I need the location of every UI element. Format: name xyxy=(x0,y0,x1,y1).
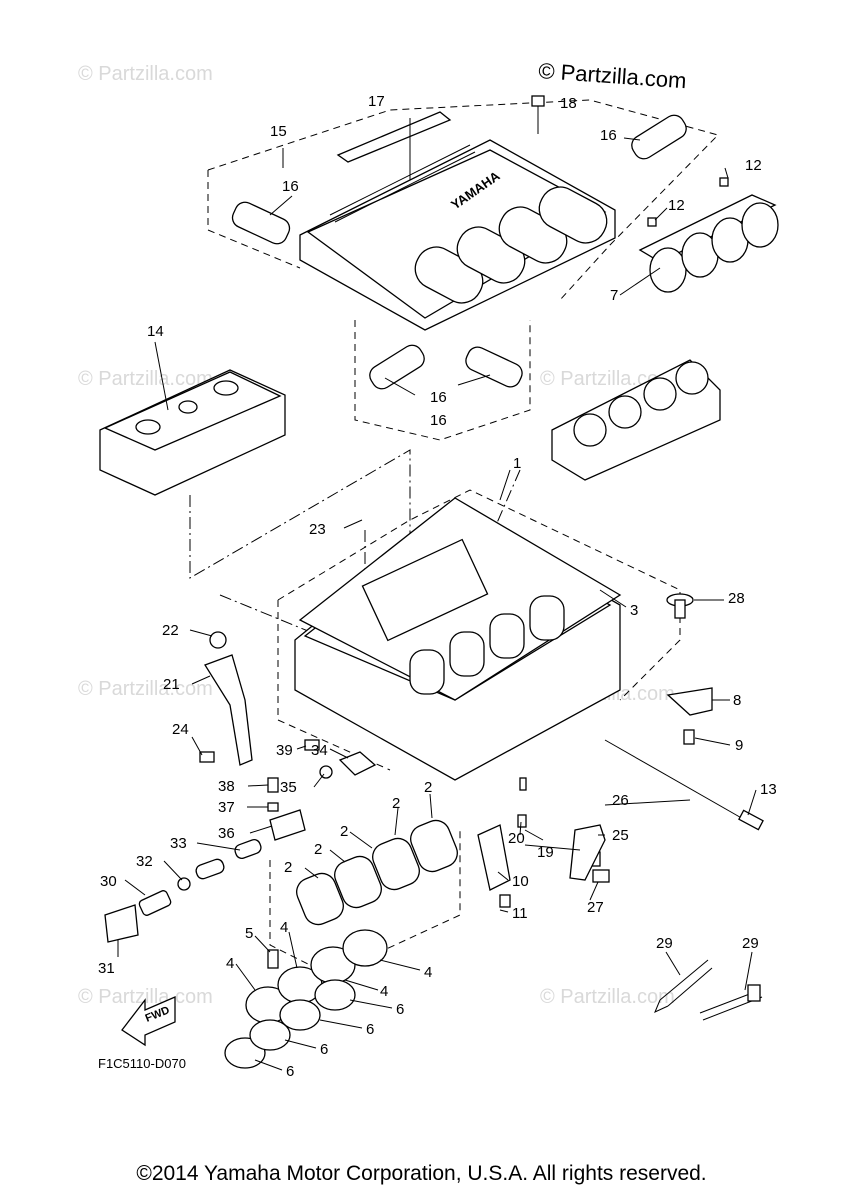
callout-16: 16 xyxy=(282,178,299,195)
copyright-notice: ©2014 Yamaha Motor Corporation, U.S.A. A… xyxy=(136,1162,707,1185)
callout-26: 26 xyxy=(612,792,629,809)
brand-watermark: © Partzilla.com xyxy=(538,58,688,93)
air-cleaner-cover: YAMAHA xyxy=(299,139,616,331)
callout-16: 16 xyxy=(430,389,447,406)
callout-6: 6 xyxy=(366,1021,374,1038)
callout-28: 28 xyxy=(728,590,745,607)
callout-6: 6 xyxy=(396,1001,404,1018)
callout-21: 21 xyxy=(163,676,180,693)
callout-3: 3 xyxy=(630,602,638,619)
upper-group-boundary-left xyxy=(207,170,301,269)
callout-2: 2 xyxy=(340,823,348,840)
callout-34: 34 xyxy=(311,742,328,759)
callout-39: 39 xyxy=(276,742,293,759)
airbox-boundary xyxy=(277,489,681,701)
watermark: © Partzilla.com xyxy=(540,986,675,1008)
callout-37: 37 xyxy=(218,799,235,816)
callout-2: 2 xyxy=(392,795,400,812)
callout-35: 35 xyxy=(280,779,297,796)
watermark: © Partzilla.com xyxy=(78,678,213,700)
callout-6: 6 xyxy=(320,1041,328,1058)
callout-27: 27 xyxy=(587,899,604,916)
callout-29: 29 xyxy=(742,935,759,952)
callout-4: 4 xyxy=(424,964,432,981)
callout-32: 32 xyxy=(136,853,153,870)
callout-23: 23 xyxy=(309,521,326,538)
callout-17: 17 xyxy=(368,93,385,110)
carb-joints xyxy=(224,929,388,1069)
air-filter xyxy=(99,369,286,496)
callout-29: 29 xyxy=(656,935,673,952)
cable-ties xyxy=(654,959,763,1021)
callout-12: 12 xyxy=(668,197,685,214)
air-box xyxy=(294,497,622,781)
callout-16: 16 xyxy=(430,412,447,429)
callout-2: 2 xyxy=(424,779,432,796)
callout-16: 16 xyxy=(600,127,617,144)
throttle-bodies xyxy=(551,359,721,481)
callout-4: 4 xyxy=(280,919,288,936)
callout-2: 2 xyxy=(284,859,292,876)
upper-group-boundary xyxy=(207,99,719,301)
callout-38: 38 xyxy=(218,778,235,795)
hardware-right xyxy=(477,593,764,908)
callout-31: 31 xyxy=(98,960,115,977)
diagram-code: F1C5110-D070 xyxy=(98,1056,186,1071)
callout-5: 5 xyxy=(245,925,253,942)
callout-15: 15 xyxy=(270,123,287,140)
callouts: 1 2 2 2 2 2 3 4 4 4 4 5 6 6 6 6 7 8 9 10… xyxy=(98,93,777,1080)
airbox-boundary-left xyxy=(277,600,391,771)
callout-8: 8 xyxy=(733,692,741,709)
callout-33: 33 xyxy=(170,835,187,852)
intake-joints xyxy=(296,819,458,926)
hardware-left xyxy=(104,631,377,943)
callout-10: 10 xyxy=(512,873,529,890)
callout-25: 25 xyxy=(612,827,629,844)
callout-2: 2 xyxy=(314,841,322,858)
callout-24: 24 xyxy=(172,721,189,738)
callout-4: 4 xyxy=(380,983,388,1000)
callout-14: 14 xyxy=(147,323,164,340)
callout-7: 7 xyxy=(610,287,618,304)
cover-band xyxy=(336,111,452,163)
callout-9: 9 xyxy=(735,737,743,754)
callout-30: 30 xyxy=(100,873,117,890)
callout-4: 4 xyxy=(226,955,234,972)
callout-6: 6 xyxy=(286,1063,294,1080)
callout-19: 19 xyxy=(537,844,554,861)
callout-leaders xyxy=(117,137,757,1071)
watermark: © Partzilla.com xyxy=(78,986,213,1008)
bolt-18 xyxy=(531,95,545,134)
fwd-arrow: FWD xyxy=(121,996,176,1047)
filter-pad-boundary xyxy=(354,320,531,441)
callout-13: 13 xyxy=(760,781,777,798)
watermark: © Partzilla.com xyxy=(78,63,213,85)
callout-22: 22 xyxy=(162,622,179,639)
watermarks: © Partzilla.com © Partzilla.com © Partzi… xyxy=(78,63,675,1008)
callout-12: 12 xyxy=(745,157,762,174)
callout-1: 1 xyxy=(513,455,521,472)
watermark: © Partzilla.com xyxy=(78,368,213,390)
callout-20: 20 xyxy=(508,830,525,847)
velocity-stacks xyxy=(638,177,779,293)
callout-36: 36 xyxy=(218,825,235,842)
callout-11: 11 xyxy=(512,905,528,922)
callout-18: 18 xyxy=(560,95,577,112)
filter-pads xyxy=(231,114,687,390)
